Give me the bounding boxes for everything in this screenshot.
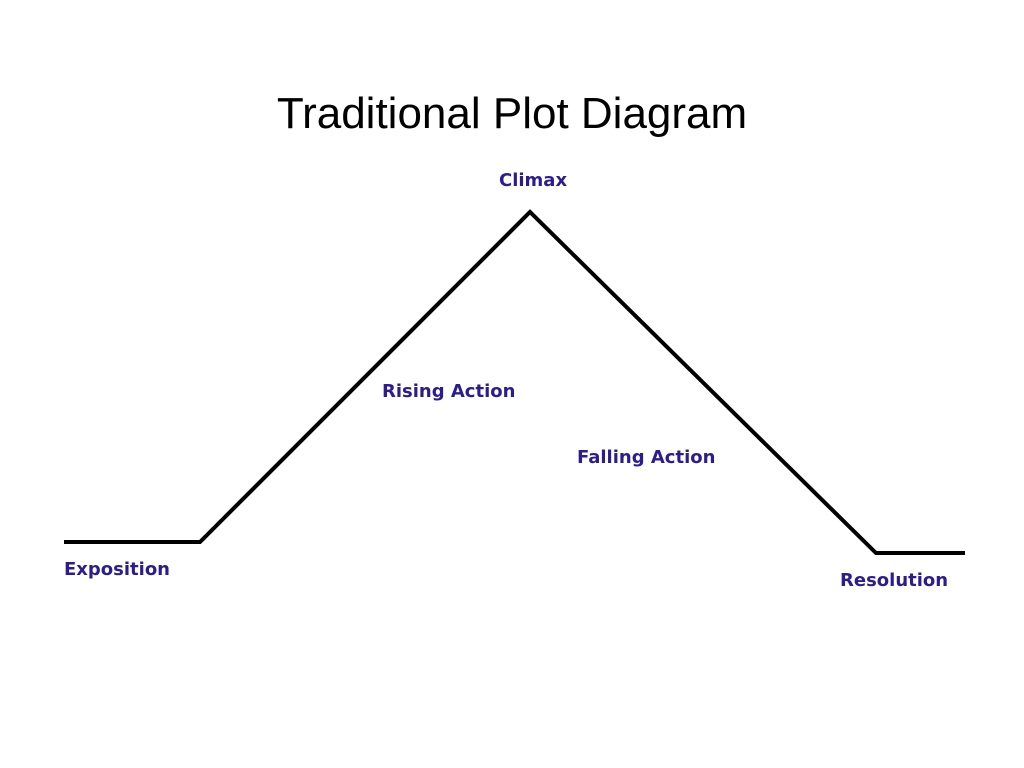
rising-action-label: Rising Action bbox=[382, 381, 516, 402]
exposition-label: Exposition bbox=[64, 559, 170, 580]
slide-title: Traditional Plot Diagram bbox=[276, 89, 748, 138]
plot-line bbox=[64, 209, 965, 555]
resolution-label: Resolution bbox=[840, 570, 949, 591]
falling-action-label: Falling Action bbox=[577, 447, 716, 468]
climax-label: Climax bbox=[499, 170, 568, 191]
